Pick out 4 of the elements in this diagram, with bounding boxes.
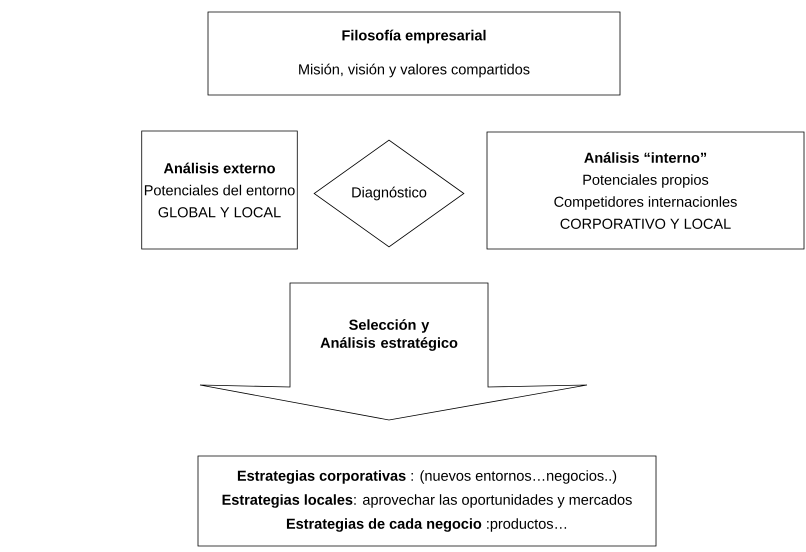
- text-box: Análisis “interno” Potenciales propios Competidores internacionles CORPORATIVO Y LOCAL: [486, 132, 804, 250]
- text-box: Filosofía empresarial Misión, visión y valores compartidos: [208, 12, 620, 96]
- text-box: Estrategias corporativas : (nuevos entornos…negocios..) Estrategias locales: aprovechar las oportunidades y mercados Estrategias de cada negocio :productos…: [198, 456, 656, 546]
- text-box: Análisis externo Potenciales del entorno GLOBAL Y LOCAL: [141, 130, 298, 250]
